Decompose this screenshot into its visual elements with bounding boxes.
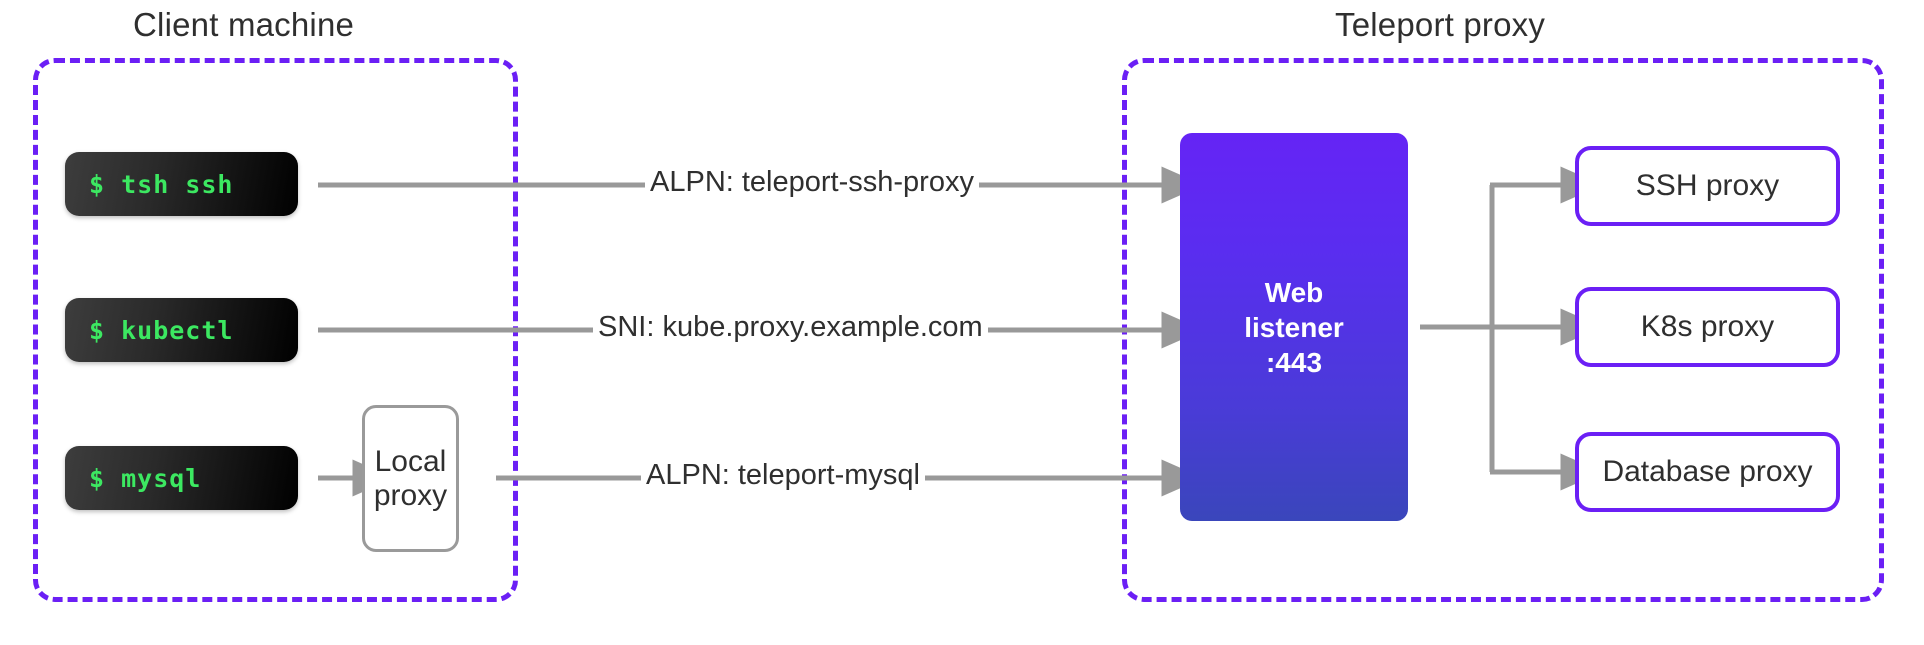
terminal-mysql[interactable]: $ mysql bbox=[65, 446, 298, 510]
terminal-mysql-label: $ mysql bbox=[89, 463, 202, 493]
teleport-proxy-title: Teleport proxy bbox=[1335, 6, 1546, 43]
edge-label-mysql: ALPN: teleport-mysql bbox=[641, 461, 925, 490]
client-machine-title: Client machine bbox=[133, 6, 355, 43]
web-listener-box[interactable]: Web listener :443 bbox=[1180, 133, 1408, 521]
edge-label-kube: SNI: kube.proxy.example.com bbox=[593, 313, 988, 342]
web-listener-line3: :443 bbox=[1265, 346, 1323, 378]
web-listener-line2: listener bbox=[1244, 311, 1344, 343]
edge-label-ssh: ALPN: teleport-ssh-proxy bbox=[645, 168, 979, 197]
web-listener-line1: Web bbox=[1264, 276, 1324, 308]
k8s-proxy-label: K8s proxy bbox=[1640, 310, 1775, 343]
local-proxy-label-line1: Local bbox=[374, 444, 447, 478]
ssh-proxy-label: SSH proxy bbox=[1635, 169, 1780, 202]
database-proxy-box[interactable]: Database proxy bbox=[1575, 432, 1840, 512]
terminal-tsh-ssh-label: $ tsh ssh bbox=[89, 169, 234, 199]
k8s-proxy-box[interactable]: K8s proxy bbox=[1575, 287, 1840, 367]
local-proxy-box[interactable]: Local proxy bbox=[362, 405, 459, 552]
ssh-proxy-box[interactable]: SSH proxy bbox=[1575, 146, 1840, 226]
local-proxy-label-line2: proxy bbox=[373, 478, 448, 512]
database-proxy-label: Database proxy bbox=[1602, 455, 1813, 488]
terminal-kubectl[interactable]: $ kubectl bbox=[65, 298, 298, 362]
terminal-tsh-ssh[interactable]: $ tsh ssh bbox=[65, 152, 298, 216]
terminal-kubectl-label: $ kubectl bbox=[89, 315, 234, 345]
